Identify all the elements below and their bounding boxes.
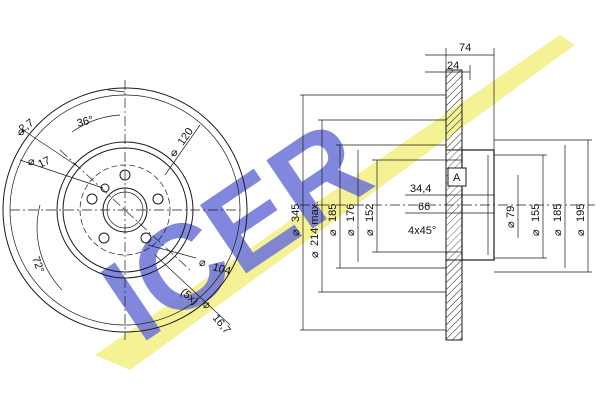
diameter-symbol: ⌀ xyxy=(364,229,376,236)
leader-120 xyxy=(164,124,201,176)
label-dia-120: 120 xyxy=(176,126,196,148)
label-dia-104: 104 xyxy=(211,261,232,277)
bolt-hole xyxy=(98,232,110,244)
label-dia-195: 195 xyxy=(575,204,587,222)
diameter-symbol: ⌀ xyxy=(290,229,302,236)
diameter-symbol: ⌀ xyxy=(28,156,35,168)
diameter-symbol: ⌀ xyxy=(18,126,25,138)
label-width-74: 74 xyxy=(459,42,471,54)
label-dia-176: 176 xyxy=(345,204,357,222)
label-width-24: 24 xyxy=(447,60,459,72)
diameter-symbol: ⌀ xyxy=(552,229,564,236)
bolt-hole xyxy=(86,193,98,205)
diameter-symbol: ⌀ xyxy=(309,251,321,258)
bolt-hole xyxy=(140,232,152,244)
label-dia-185-left: 185 xyxy=(327,204,339,222)
diameter-symbol: ⌀ xyxy=(530,229,542,236)
label-dia-152: 152 xyxy=(364,204,376,222)
diameter-symbol: ⌀ xyxy=(203,299,210,311)
leader-2-7 xyxy=(19,127,81,169)
diameter-symbol: ⌀ xyxy=(171,147,178,159)
label-angle-72: 72° xyxy=(29,255,46,275)
diameter-symbol: ⌀ xyxy=(345,229,357,236)
angle-36-leader xyxy=(107,89,126,93)
bolt-hole xyxy=(152,193,164,205)
label-dia-214-max: 214 max. xyxy=(309,201,321,246)
side-view xyxy=(300,48,595,341)
label-datum-a: A xyxy=(453,172,461,184)
front-view xyxy=(2,80,248,340)
leader-104 xyxy=(147,244,197,259)
label-dia-345: 345 xyxy=(290,204,302,222)
diameter-symbol: ⌀ xyxy=(505,221,517,228)
datum-a-box xyxy=(447,167,467,187)
label-34-4: 34,4 xyxy=(410,183,431,195)
leader-16-7 xyxy=(154,254,231,326)
diameter-symbol: ⌀ xyxy=(327,229,339,236)
angle-72-arc xyxy=(36,204,63,291)
leader-17 xyxy=(19,159,104,189)
label-angle-36: 36° xyxy=(76,114,95,130)
label-dia-79: 79 xyxy=(505,206,517,218)
label-chamfer: 4x45° xyxy=(408,225,436,237)
friction-ring-lower xyxy=(445,259,463,341)
label-66: 66 xyxy=(418,201,430,213)
diameter-symbol: ⌀ xyxy=(199,257,206,269)
center-line-diagonal xyxy=(59,149,191,271)
label-dia-155: 155 xyxy=(530,204,542,222)
angle-36-arc xyxy=(71,114,121,133)
label-dia-185-right: 185 xyxy=(552,204,564,222)
diameter-symbols-side: ⌀ ⌀ ⌀ ⌀ ⌀ ⌀ ⌀ ⌀ ⌀ xyxy=(290,221,587,258)
diameter-symbol: ⌀ xyxy=(575,229,587,236)
friction-ring-upper xyxy=(445,69,463,151)
label-dia-17: 17 xyxy=(36,155,52,171)
